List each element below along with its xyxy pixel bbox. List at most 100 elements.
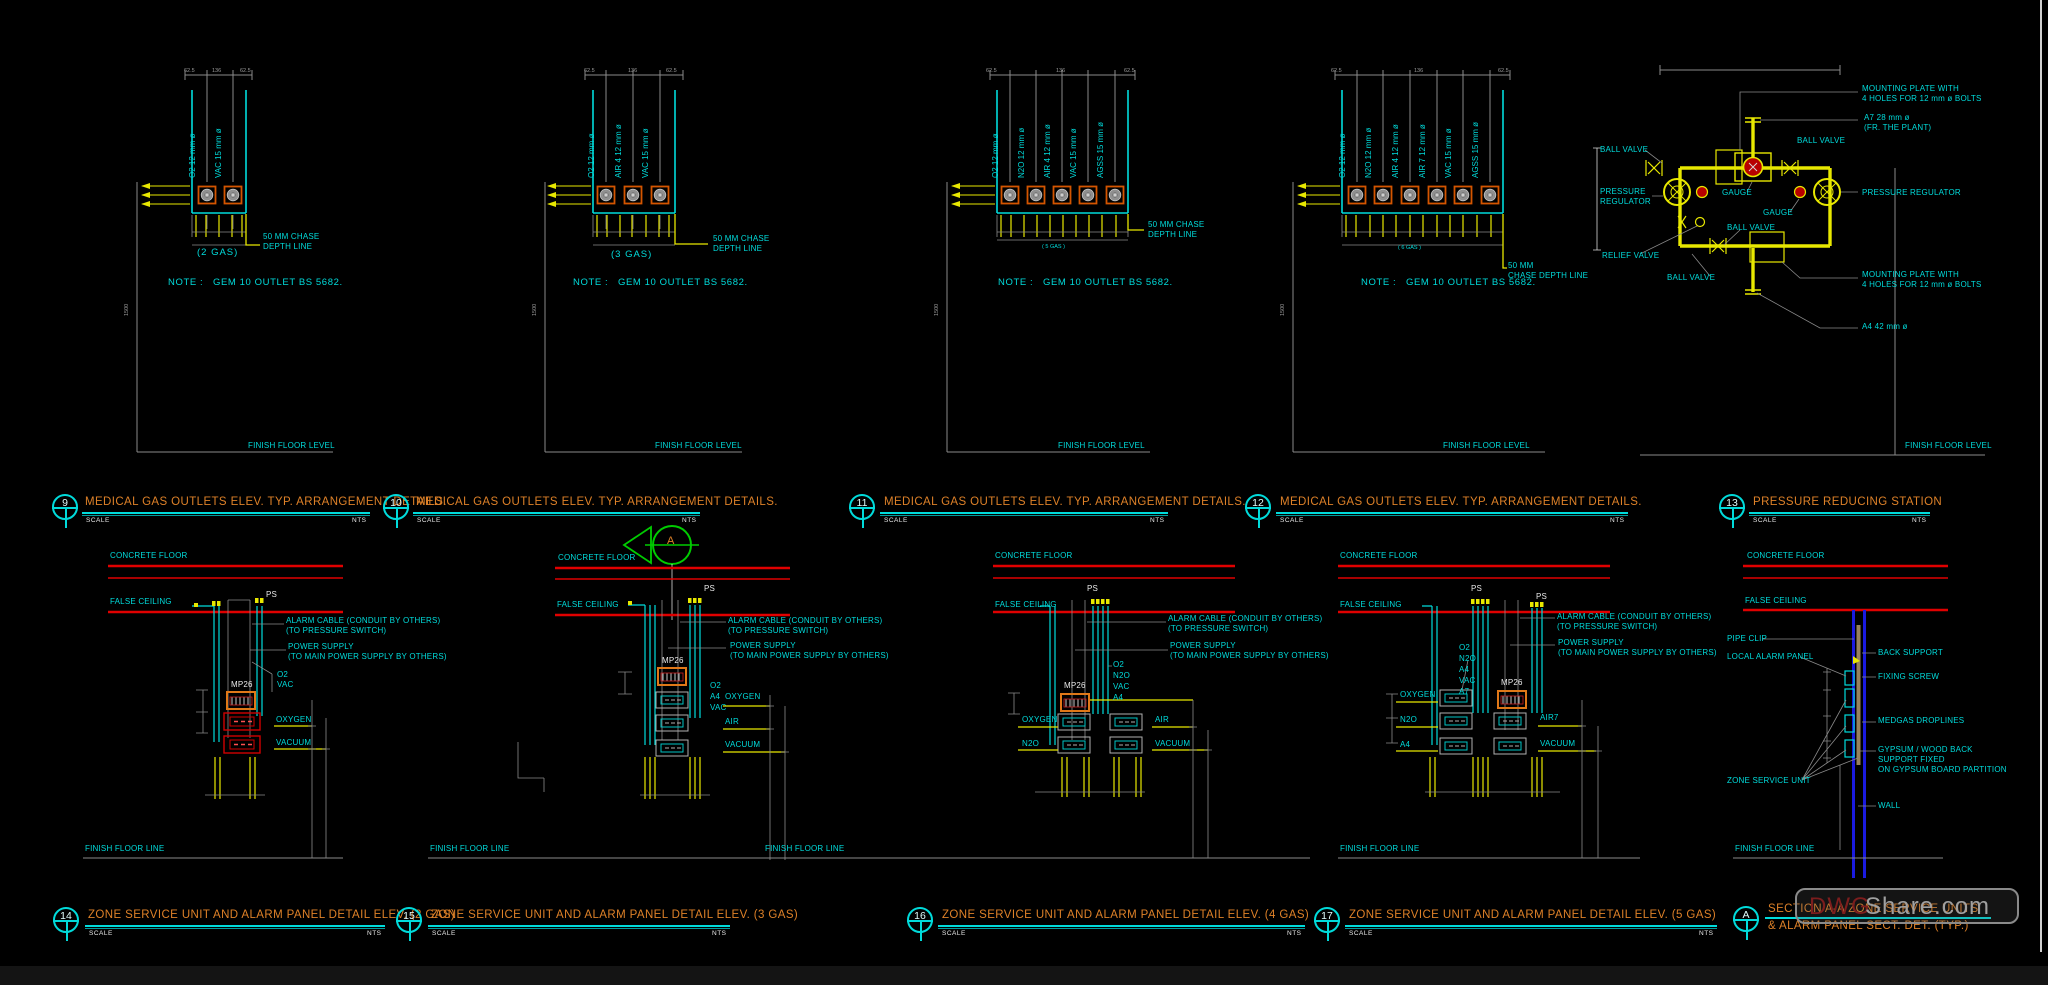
chase-depth-label: DEPTH LINE	[1148, 230, 1198, 239]
dim-text: 62.5	[584, 68, 595, 74]
scale-value: NTS	[712, 930, 727, 937]
ball-valve-label: BALL VALVE	[1600, 145, 1649, 154]
outlet-label: OXYGEN	[1400, 690, 1436, 699]
gas-list-item: O2	[277, 670, 289, 679]
outlet-label: A4	[1400, 740, 1411, 749]
gypsum-support-label: GYPSUM / WOOD BACK	[1878, 745, 1973, 754]
section-marker-letter: A	[667, 535, 675, 547]
outlet-label: OXYGEN	[725, 692, 761, 701]
gas-list-item: A4	[1459, 665, 1470, 674]
pipe-size-label: A7 28 mm ø	[1864, 113, 1910, 122]
gas-count-label: ( 5 GAS )	[1042, 244, 1065, 250]
scale-value: NTS	[352, 517, 367, 524]
gas-label: VAC 15 mm ø	[214, 128, 223, 178]
detail-title: SECTION A-A ZONE SERVICE UNITS	[1768, 903, 1979, 915]
scale-value: NTS	[367, 930, 382, 937]
gas-list-item: A7	[1459, 687, 1470, 696]
mounting-plate-label: 4 HOLES FOR 12 mm ø BOLTS	[1862, 94, 1982, 103]
gauge-label: GAUGE	[1763, 208, 1793, 217]
detail-number-bubble: 11	[849, 494, 875, 528]
dim-text: 136	[212, 68, 222, 74]
detail-title: ZONE SERVICE UNIT AND ALARM PANEL DETAIL…	[942, 909, 1310, 921]
concrete-floor-label: CONCRETE FLOOR	[995, 551, 1073, 560]
dim-text: 62.5	[240, 68, 251, 74]
detail-title: MEDICAL GAS OUTLETS ELEV. TYP. ARRANGEME…	[416, 496, 778, 508]
concrete-floor-label: CONCRETE FLOOR	[558, 553, 636, 562]
concrete-floor-label: CONCRETE FLOOR	[1340, 551, 1418, 560]
chase-depth-label: 50 MM CHASE	[1148, 220, 1205, 229]
detail-title: ZONE SERVICE UNIT AND ALARM PANEL DETAIL…	[1349, 909, 1717, 921]
ball-valve-label: BALL VALVE	[1667, 273, 1716, 282]
title-underline	[1749, 515, 1930, 516]
gas-count-label: (3 GAS)	[611, 249, 653, 260]
power-supply-label: POWER SUPPLY	[1558, 638, 1624, 647]
alarm-cable-label: (TO PRESSURE SWITCH)	[1557, 622, 1658, 631]
finish-floor-line-label: FINISH FLOOR LINE	[85, 844, 165, 853]
zone-service-unit-label: ZONE SERVICE UNIT	[1727, 776, 1811, 785]
false-ceiling-label: FALSE CEILING	[1745, 596, 1807, 605]
pressure-switch-label: PS	[266, 590, 278, 599]
pressure-regulator-label: PRESSURE	[1600, 187, 1646, 196]
gas-label: VAC 15 mm ø	[1069, 128, 1078, 178]
power-supply-label: (TO MAIN POWER SUPPLY BY OTHERS)	[288, 652, 447, 661]
scale-label: SCALE	[417, 517, 441, 524]
scale-value: NTS	[1287, 930, 1302, 937]
gas-label: VAC 15 mm ø	[641, 128, 650, 178]
power-supply-label: POWER SUPPLY	[1170, 641, 1236, 650]
gas-label: O2 12 mm ø	[1338, 133, 1347, 178]
finish-floor-level-label: FINISH FLOOR LEVEL	[655, 441, 742, 450]
gas-label: AGSS 15 mm ø	[1471, 121, 1480, 178]
gas-list-item: A4	[1113, 693, 1124, 702]
finish-floor-line-label: FINISH FLOOR LINE	[765, 844, 845, 853]
title-underline	[1345, 928, 1717, 929]
finish-floor-level-label: FINISH FLOOR LEVEL	[248, 441, 335, 450]
pressure-switch-label: PS	[1087, 584, 1099, 593]
watermark: DWG Share.com	[1795, 888, 2019, 924]
outlet-note: NOTE : GEM 10 OUTLET BS 5682.	[998, 277, 1173, 288]
gas-label: N2O 12 mm ø	[1017, 127, 1026, 178]
detail-9-drawing	[136, 70, 333, 453]
alarm-panel-model-label: MP26	[231, 680, 253, 689]
alarm-panel-model-label: MP26	[1501, 678, 1523, 687]
false-ceiling-label: FALSE CEILING	[557, 600, 619, 609]
pressure-switch-label: PS	[704, 584, 716, 593]
title-underline	[82, 512, 370, 514]
gas-label: VAC 15 mm ø	[1444, 128, 1453, 178]
alarm-panel-model-label: MP26	[1064, 681, 1086, 690]
scale-label: SCALE	[432, 930, 456, 937]
outlet-label: AIR	[725, 717, 739, 726]
dim-text: 136	[1056, 68, 1066, 74]
false-ceiling-label: FALSE CEILING	[1340, 600, 1402, 609]
false-ceiling-label: FALSE CEILING	[995, 600, 1057, 609]
finish-floor-level-label: FINISH FLOOR LEVEL	[1905, 441, 1992, 450]
detail-number: 14	[60, 910, 72, 922]
detail-12-drawing	[1292, 70, 1545, 453]
alarm-cable-label: (TO PRESSURE SWITCH)	[728, 626, 829, 635]
dim-text-vertical: 1500	[934, 303, 940, 316]
title-underline	[1345, 925, 1717, 927]
mounting-plate-label: 4 HOLES FOR 12 mm ø BOLTS	[1862, 280, 1982, 289]
mounting-plate-label: MOUNTING PLATE WITH	[1862, 84, 1959, 93]
dim-text: 136	[1414, 68, 1424, 74]
scale-value: NTS	[1150, 517, 1165, 524]
dim-text-vertical: 1500	[1280, 303, 1286, 316]
detail-number-bubble: 15	[396, 907, 422, 941]
gas-label: AGSS 15 mm ø	[1096, 121, 1105, 178]
chase-depth-label: DEPTH LINE	[263, 242, 313, 251]
scale-value: NTS	[1912, 517, 1927, 524]
detail-number: 13	[1726, 497, 1738, 509]
scale-value: NTS	[1699, 930, 1714, 937]
power-supply-label: POWER SUPPLY	[730, 641, 796, 650]
power-supply-label: (TO MAIN POWER SUPPLY BY OTHERS)	[1558, 648, 1717, 657]
alarm-cable-label: ALARM CABLE (CONDUIT BY OTHERS)	[1557, 612, 1712, 621]
gas-list-item: O2	[710, 681, 722, 690]
pressure-regulator-label: REGULATOR	[1600, 197, 1651, 206]
gas-list-item: VAC	[1459, 676, 1476, 685]
title-underline	[1276, 512, 1628, 514]
title-underline	[938, 928, 1305, 929]
dim-text: 62.5	[1331, 68, 1342, 74]
detail-13-drawing	[1593, 65, 1985, 456]
mounting-plate-label: MOUNTING PLATE WITH	[1862, 270, 1959, 279]
outlet-label: VACUUM	[1540, 739, 1576, 748]
